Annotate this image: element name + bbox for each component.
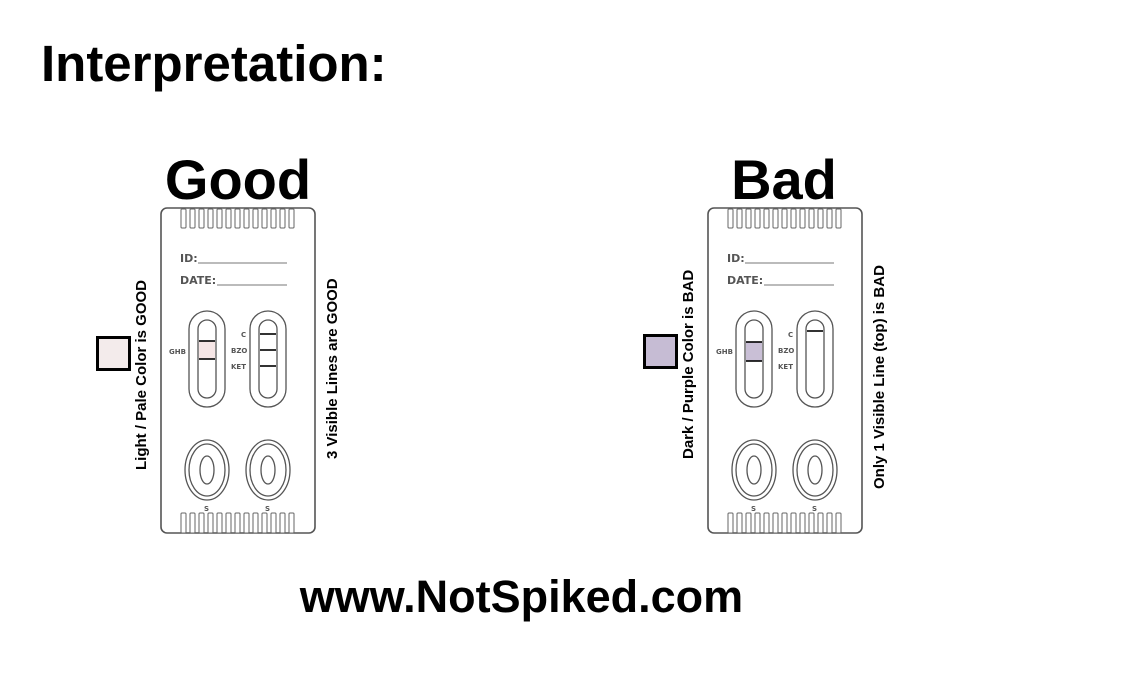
page-title: Interpretation: [41, 35, 387, 92]
c-label: C [241, 331, 246, 339]
good-test-card: ID: DATE: GHB C BZO KET S S [160, 207, 316, 534]
sample-label-left: S [204, 505, 209, 513]
good-color-swatch [96, 336, 131, 371]
ket-label: KET [778, 363, 793, 371]
ghb-label: GHB [169, 348, 186, 356]
good-heading: Good [164, 148, 312, 211]
bad-heading: Bad [731, 148, 837, 211]
sample-label-right: S [265, 505, 270, 513]
ghb-window-color [746, 342, 762, 361]
good-lines-label: 3 Visible Lines are GOOD [324, 278, 341, 459]
id-label: ID: [180, 252, 198, 265]
id-label: ID: [727, 252, 745, 265]
website-link[interactable]: www.NotSpiked.com [299, 571, 744, 622]
date-label: DATE: [727, 274, 763, 287]
good-color-label: Light / Pale Color is GOOD [133, 279, 150, 470]
sample-label-right: S [812, 505, 817, 513]
bad-color-swatch [643, 334, 678, 369]
date-label: DATE: [180, 274, 216, 287]
bad-color-label: Dark / Purple Color is BAD [680, 269, 697, 459]
ghb-label: GHB [716, 348, 733, 356]
bzo-label: BZO [231, 347, 247, 355]
bad-lines-label: Only 1 Visible Line (top) is BAD [871, 265, 888, 489]
bad-test-card: ID: DATE: GHB C BZO KET S S [707, 207, 863, 534]
ket-label: KET [231, 363, 246, 371]
c-label: C [788, 331, 793, 339]
bzo-label: BZO [778, 347, 794, 355]
sample-label-left: S [751, 505, 756, 513]
ghb-window-color [199, 341, 215, 359]
